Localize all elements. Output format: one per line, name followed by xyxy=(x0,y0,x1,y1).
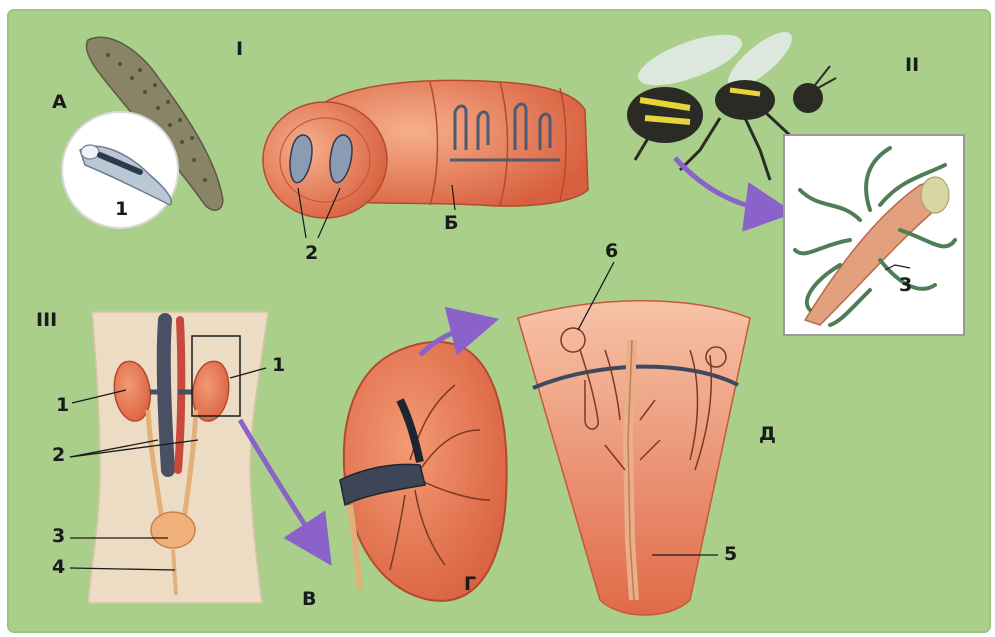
label-3-malpighian-tubules: 3 xyxy=(899,276,912,295)
label-2-ureters: 2 xyxy=(52,446,65,465)
panel-letter-B: Б xyxy=(444,214,458,233)
panel-letter-A: А xyxy=(52,93,67,112)
label-1-right-kidney: 1 xyxy=(272,356,285,375)
label-1-flame-cell: 1 xyxy=(115,200,128,219)
label-6-nephron: 6 xyxy=(605,242,618,261)
label-4-urethra: 4 xyxy=(52,558,65,577)
panel-letter-V: В xyxy=(302,590,316,609)
label-1-left-kidney: 1 xyxy=(56,396,69,415)
panel-letter-D: Д xyxy=(759,425,776,444)
panel-letter-G: Г xyxy=(464,575,476,594)
section-label-II: II xyxy=(905,56,919,75)
section-label-I: I xyxy=(236,40,243,59)
malpighian-tubules-inset xyxy=(784,135,964,335)
label-3-bladder: 3 xyxy=(52,527,65,546)
human-torso-icon xyxy=(70,312,268,603)
label-2-nephridia: 2 xyxy=(305,244,318,263)
label-5-collecting-duct: 5 xyxy=(724,545,737,564)
section-label-III: III xyxy=(36,311,57,330)
